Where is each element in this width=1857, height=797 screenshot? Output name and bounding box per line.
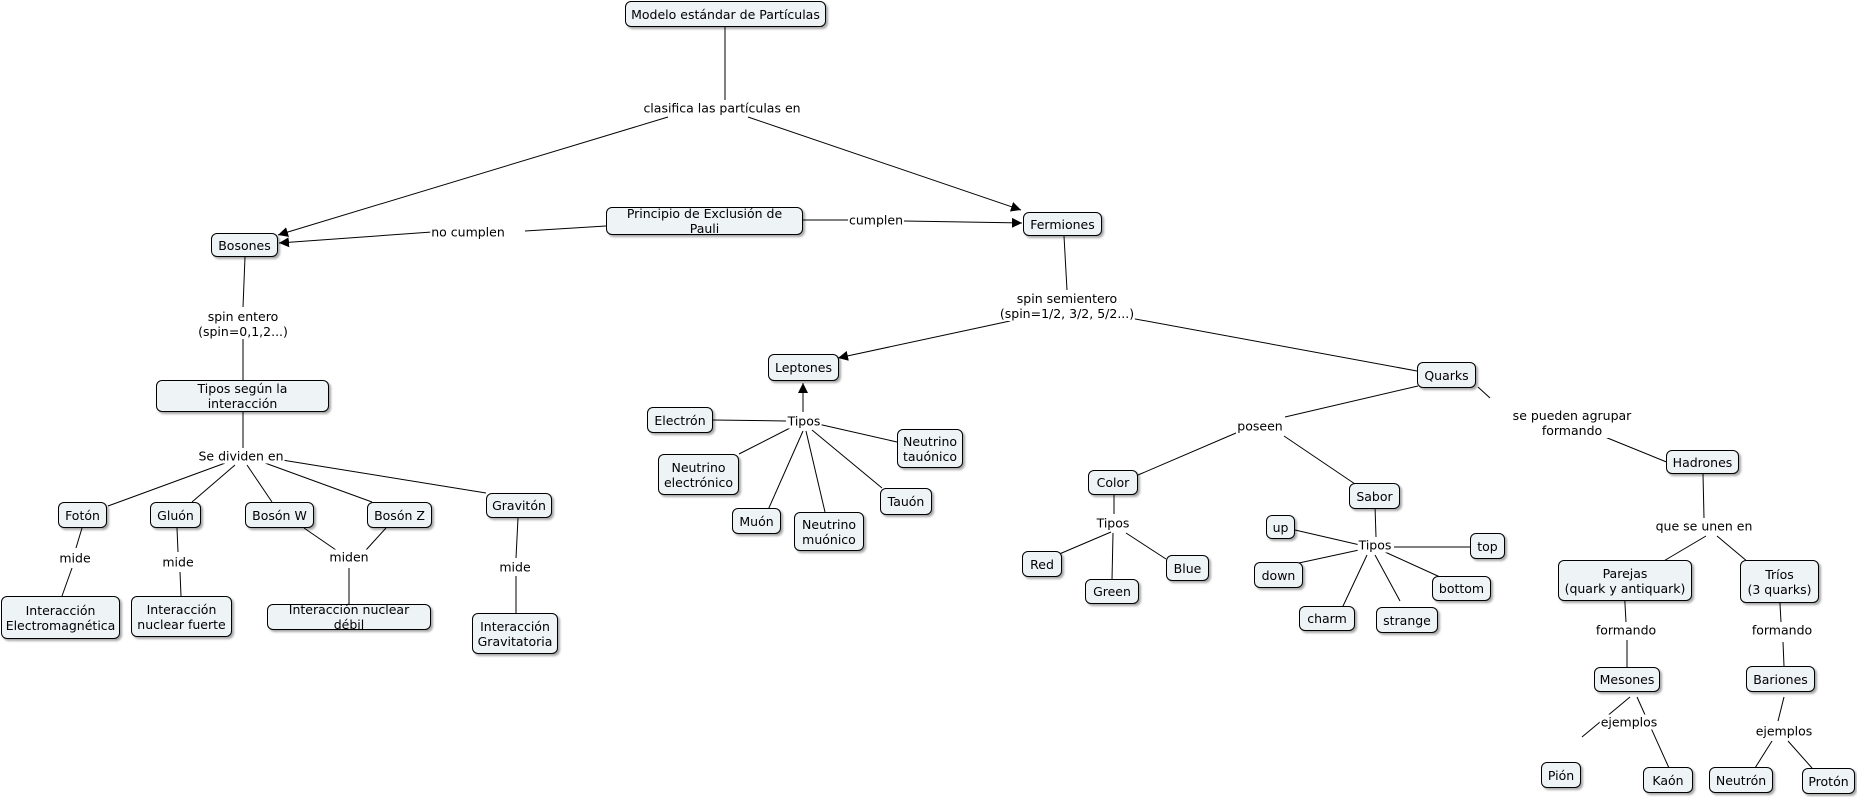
link-label-mide: mide: [58, 550, 92, 566]
node-interaccion-gravitatoria[interactable]: Interacción Gravitatoria: [472, 613, 558, 654]
link-label-tipos-leptones: Tipos: [786, 413, 822, 429]
node-modelo-estandar[interactable]: Modelo estándar de Partículas: [625, 1, 826, 27]
node-bosones[interactable]: Bosones: [211, 233, 278, 257]
node-muon[interactable]: Muón: [732, 508, 781, 534]
link-label-miden: miden: [328, 549, 370, 565]
node-trios[interactable]: Tríos (3 quarks): [1740, 560, 1819, 603]
node-strange[interactable]: strange: [1376, 607, 1438, 633]
link-label-clasifica: clasifica las partículas en: [642, 100, 802, 116]
node-quarks[interactable]: Quarks: [1417, 362, 1476, 388]
node-neutrino-tauonico[interactable]: Neutrino tauónico: [897, 429, 963, 468]
node-interaccion-electromagnetica[interactable]: Interacción Electromagnética: [1, 596, 120, 639]
node-neutrino-muonico[interactable]: Neutrino muónico: [794, 512, 864, 551]
link-label-spin-entero: spin entero (spin=0,1,2...): [197, 309, 289, 339]
link-label-poseen: poseen: [1236, 418, 1284, 434]
link-label-formando: formando: [1594, 622, 1658, 638]
node-color[interactable]: Color: [1088, 470, 1138, 495]
link-label-no-cumplen: no cumplen: [430, 224, 506, 240]
node-tauon[interactable]: Tauón: [880, 488, 932, 515]
node-interaccion-debil[interactable]: Interacción nuclear débil: [267, 602, 431, 632]
node-neutron[interactable]: Neutrón: [1709, 767, 1773, 793]
node-interaccion-fuerte[interactable]: Interacción nuclear fuerte: [131, 596, 232, 637]
node-red[interactable]: Red: [1022, 551, 1062, 577]
node-principio-pauli[interactable]: Principio de Exclusión de Pauli: [606, 206, 803, 236]
link-label-cumplen: cumplen: [848, 212, 904, 228]
node-green[interactable]: Green: [1085, 579, 1139, 604]
node-boson-z[interactable]: Bosón Z: [367, 502, 432, 528]
node-fermiones[interactable]: Fermiones: [1023, 212, 1102, 236]
node-hadrones[interactable]: Hadrones: [1666, 450, 1739, 474]
link-label-tipos-sabor: Tipos: [1357, 537, 1393, 553]
link-label-se-dividen: Se dividen en: [197, 448, 285, 464]
link-label-mide: mide: [498, 559, 532, 575]
link-label-spin-semientero: spin semientero (spin=1/2, 3/2, 5/2...): [998, 291, 1136, 321]
node-pion[interactable]: Pión: [1541, 762, 1581, 788]
node-boson-w[interactable]: Bosón W: [245, 502, 314, 528]
node-bariones[interactable]: Bariones: [1746, 666, 1815, 692]
link-label-formando: formando: [1750, 622, 1814, 638]
node-leptones[interactable]: Leptones: [768, 354, 839, 381]
link-label-que-se-unen: que se unen en: [1654, 518, 1754, 534]
node-bottom[interactable]: bottom: [1432, 576, 1491, 601]
link-label-agrupar: se pueden agrupar formando: [1511, 408, 1633, 438]
node-electron[interactable]: Electrón: [647, 407, 713, 433]
node-tipos-interaccion[interactable]: Tipos según la interacción: [156, 380, 329, 412]
node-gluon[interactable]: Gluón: [150, 502, 201, 528]
node-down[interactable]: down: [1254, 562, 1303, 588]
node-graviton[interactable]: Gravitón: [486, 493, 552, 518]
node-blue[interactable]: Blue: [1166, 555, 1209, 581]
link-label-tipos-color: Tipos: [1095, 515, 1131, 531]
node-parejas[interactable]: Parejas (quark y antiquark): [1558, 560, 1692, 601]
connector-lines: [61, 27, 1813, 769]
node-top[interactable]: top: [1470, 533, 1505, 559]
node-charm[interactable]: charm: [1299, 606, 1355, 631]
node-foton[interactable]: Fotón: [58, 502, 107, 528]
node-kaon[interactable]: Kaón: [1643, 767, 1693, 793]
node-sabor[interactable]: Sabor: [1349, 483, 1400, 509]
link-label-ejemplos: ejemplos: [1754, 723, 1814, 739]
link-label-ejemplos: ejemplos: [1599, 714, 1659, 730]
node-mesones[interactable]: Mesones: [1594, 667, 1660, 692]
link-label-mide: mide: [161, 554, 195, 570]
node-neutrino-electronico[interactable]: Neutrino electrónico: [658, 454, 739, 495]
node-proton[interactable]: Protón: [1802, 768, 1855, 794]
node-up[interactable]: up: [1266, 515, 1295, 539]
